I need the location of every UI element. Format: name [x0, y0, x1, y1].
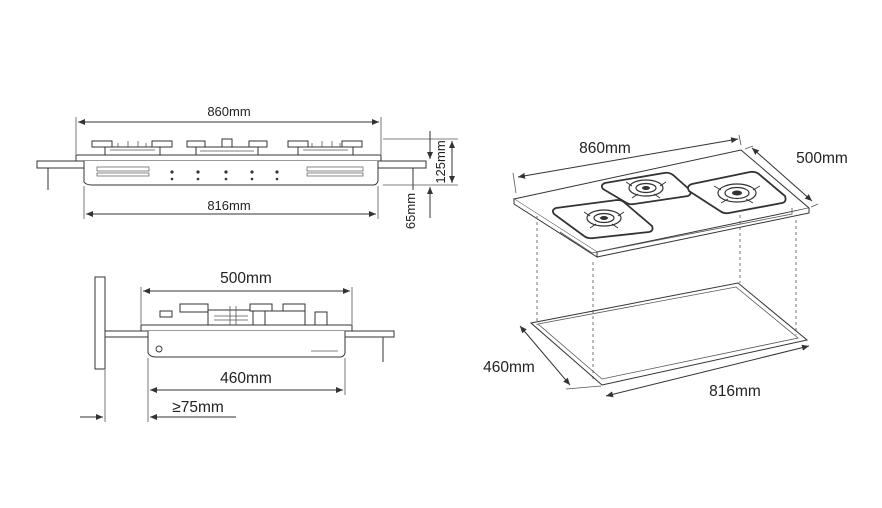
vent-right	[306, 166, 364, 177]
dim-label-front-width-bottom: 816mm	[207, 198, 250, 213]
dim-label-iso-width-top: 860mm	[579, 140, 631, 157]
dim-label-front-height-total: 125mm	[433, 140, 448, 183]
iso-burner-pad-center	[600, 171, 692, 206]
side-view: 500mm 460mm ≥75mm	[80, 270, 395, 422]
ext-line	[738, 134, 742, 146]
iso-cutout-outer	[529, 282, 809, 386]
dim-label-side-depth-top: 500mm	[220, 270, 272, 287]
gas-inlet	[155, 345, 163, 353]
ext-line	[744, 145, 754, 150]
iso-view: 860mm 500mm 460mm 816mm	[483, 134, 848, 400]
dim-line-500-iso	[751, 147, 813, 202]
iso-burner-pad-left	[551, 199, 654, 240]
dim-label-iso-width-cutout: 816mm	[709, 383, 761, 400]
front-view: 860mm 816mm 125mm 65mm	[36, 104, 458, 229]
wall-side	[94, 276, 106, 370]
burners-side	[159, 303, 328, 326]
ext-line	[512, 172, 517, 194]
hob-glass-front	[75, 154, 382, 162]
dim-label-side-depth-bottom: 460mm	[220, 370, 272, 387]
dim-line-460-iso	[519, 325, 571, 386]
dim-line-816-iso	[605, 344, 810, 398]
hob-body-front	[83, 161, 379, 186]
dim-label-iso-depth-cutout: 460mm	[483, 359, 535, 376]
dim-label-iso-depth-top: 500mm	[796, 150, 848, 167]
ext-line	[810, 203, 819, 208]
hob-glass-side	[140, 324, 353, 332]
dim-line-860-iso	[517, 137, 739, 179]
dim-label-side-clearance: ≥75mm	[172, 399, 224, 416]
ext-line	[565, 385, 602, 390]
dim-label-front-width-top: 860mm	[207, 104, 250, 119]
iso-plate-edge-right	[596, 208, 810, 258]
iso-body-edge	[559, 208, 793, 254]
vent-left	[96, 166, 150, 177]
hob-body-side	[147, 331, 346, 358]
burner-right-front	[287, 140, 363, 156]
dim-label-front-height-body: 65mm	[403, 193, 418, 229]
burner-left-front	[91, 140, 173, 156]
burner-center-front	[186, 138, 268, 156]
iso-cutout-inner	[537, 286, 799, 380]
control-knobs	[170, 170, 279, 181]
